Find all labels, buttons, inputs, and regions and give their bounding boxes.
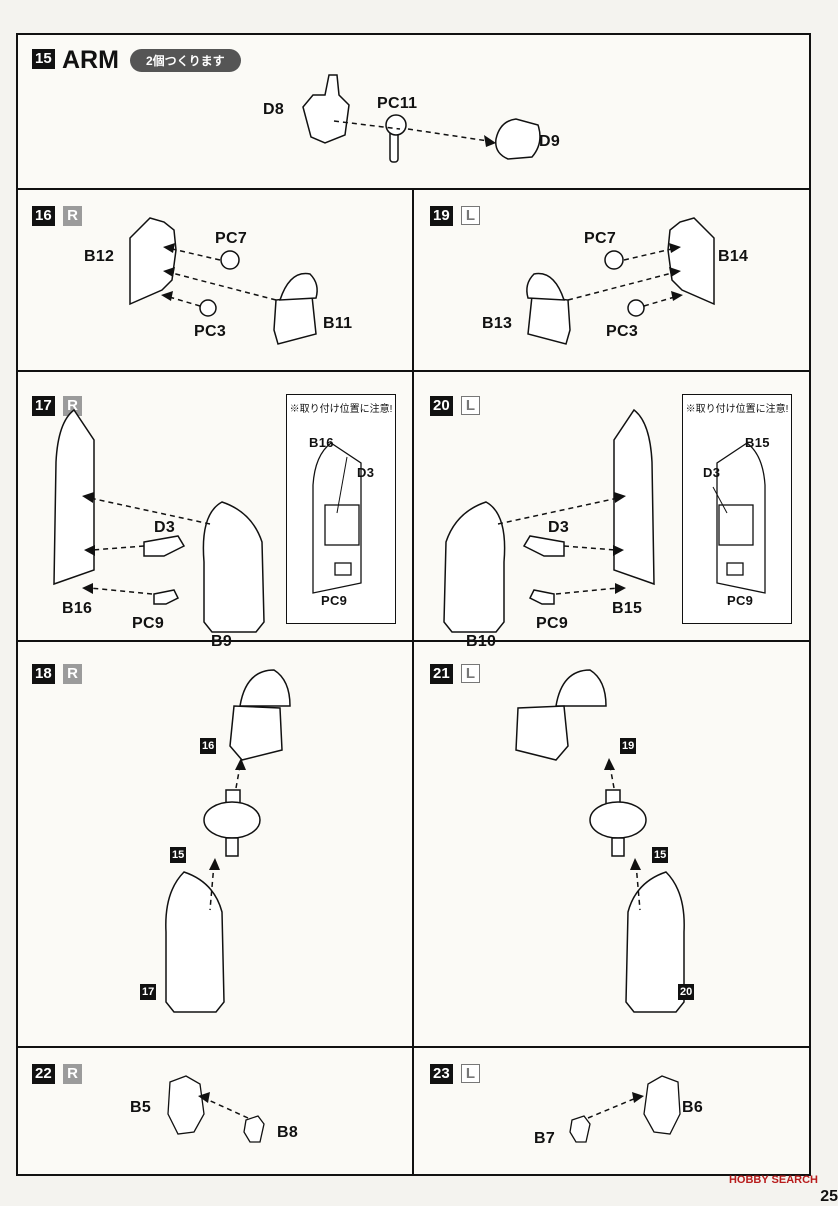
column-divider: [412, 372, 414, 640]
part-label-pc3: PC3: [194, 323, 227, 340]
column-divider: [412, 190, 414, 370]
ref-tag-step-19: 19: [620, 738, 637, 754]
step-number: 17: [32, 396, 55, 416]
watermark: HOBBY SEARCH: [729, 1174, 818, 1186]
step-20-diagram: [443, 408, 655, 633]
part-label-b13: B13: [482, 315, 513, 332]
watermark-text: HOBBY SEARCH: [728, 1174, 818, 1186]
step-22-diagram: [167, 1075, 265, 1143]
part-label-b6: B6: [682, 1099, 704, 1116]
part-label-d9: D9: [539, 133, 561, 150]
caution-caption: ※取り付け位置に注意!: [289, 404, 393, 415]
side-badge-right: R: [63, 664, 82, 684]
inset-label-b16: B16: [309, 435, 334, 450]
part-label-pc7: PC7: [215, 230, 248, 247]
ref-tag-step-16: 16: [200, 738, 217, 754]
part-label-b9: B9: [211, 633, 233, 650]
row-steps-17-20: 17 R D3 B16 PC9 B9 ※取り付け位置に注意!: [18, 372, 809, 650]
step-23-diagram: [569, 1075, 681, 1143]
side-badge-right: R: [63, 396, 82, 416]
part-label-b12: B12: [84, 248, 115, 265]
step-number: 20: [430, 396, 453, 416]
part-label-pc9: PC9: [132, 615, 165, 632]
side-badge-left: L: [461, 664, 480, 683]
inset-detail-diagram: [712, 442, 766, 594]
row-steps-18-21: 18 R 16 15 17 21 L: [18, 642, 809, 1048]
step-number: 22: [32, 1064, 55, 1084]
ref-tag-step-15: 15: [652, 847, 669, 863]
inset-label-d3: D3: [703, 465, 721, 480]
instruction-sheet: 15 ARM 2個つくります D8 PC11 D9 16 R: [16, 33, 811, 1176]
part-label-b7: B7: [534, 1130, 556, 1147]
step-19-diagram: [526, 217, 715, 345]
row-steps-16-19: 16 R B12 PC7 PC3 B11 19 L: [18, 190, 809, 372]
ref-tag-step-15: 15: [170, 847, 187, 863]
part-label-b14: B14: [718, 248, 749, 265]
step-number: 19: [430, 206, 453, 226]
step-17-diagram: [53, 408, 265, 633]
part-label-d3: D3: [548, 519, 570, 536]
ref-tag-step-17: 17: [140, 984, 157, 1000]
step-21-diagram: [515, 669, 685, 1013]
part-label-b8: B8: [277, 1124, 299, 1141]
part-label-b10: B10: [466, 633, 497, 650]
side-badge-left: L: [461, 206, 480, 225]
inset-label-pc9: PC9: [727, 593, 754, 608]
step-15-panel: 15 ARM 2個つくります D8 PC11 D9: [18, 35, 809, 190]
step-number: 23: [430, 1064, 453, 1084]
part-label-pc11: PC11: [377, 95, 418, 112]
row-steps-22-23: 22 R B5 B8 23 L B7 B6: [18, 1048, 809, 1174]
side-badge-right: R: [63, 206, 82, 226]
arm-joint-diagram: [302, 74, 541, 163]
step-number: 18: [32, 664, 55, 684]
caution-inset: ※取り付け位置に注意! B16 D3 PC9: [286, 394, 396, 624]
part-label-pc9: PC9: [536, 615, 569, 632]
caution-caption: ※取り付け位置に注意!: [685, 404, 789, 415]
inset-detail-diagram: [312, 442, 362, 594]
section-title: ARM: [62, 46, 119, 74]
part-label-pc7: PC7: [584, 230, 617, 247]
ref-tag-step-20: 20: [678, 984, 695, 1000]
part-label-b16: B16: [62, 600, 93, 617]
column-divider: [412, 642, 414, 1046]
part-label-b15: B15: [612, 600, 643, 617]
part-label-b5: B5: [130, 1099, 152, 1116]
inset-label-b15: B15: [745, 435, 770, 450]
part-label-d8: D8: [263, 101, 285, 118]
side-badge-left: L: [461, 396, 480, 415]
inset-label-pc9: PC9: [321, 593, 348, 608]
side-badge-left: L: [461, 1064, 480, 1083]
step-number: 21: [430, 664, 453, 684]
part-label-b11: B11: [323, 315, 353, 332]
page-number-fragment: 25: [820, 1188, 838, 1205]
part-label-d3: D3: [154, 519, 176, 536]
inset-label-d3: D3: [357, 465, 375, 480]
step-16-diagram: [129, 217, 318, 345]
part-label-pc3: PC3: [606, 323, 639, 340]
step-number: 15: [32, 49, 55, 69]
side-badge-right: R: [63, 1064, 82, 1084]
quantity-note: 2個つくります: [130, 49, 241, 72]
caution-inset: ※取り付け位置に注意! B15 D3 PC9: [682, 394, 792, 624]
column-divider: [412, 1048, 414, 1174]
step-number: 16: [32, 206, 55, 226]
step-18-diagram: [165, 669, 291, 1013]
